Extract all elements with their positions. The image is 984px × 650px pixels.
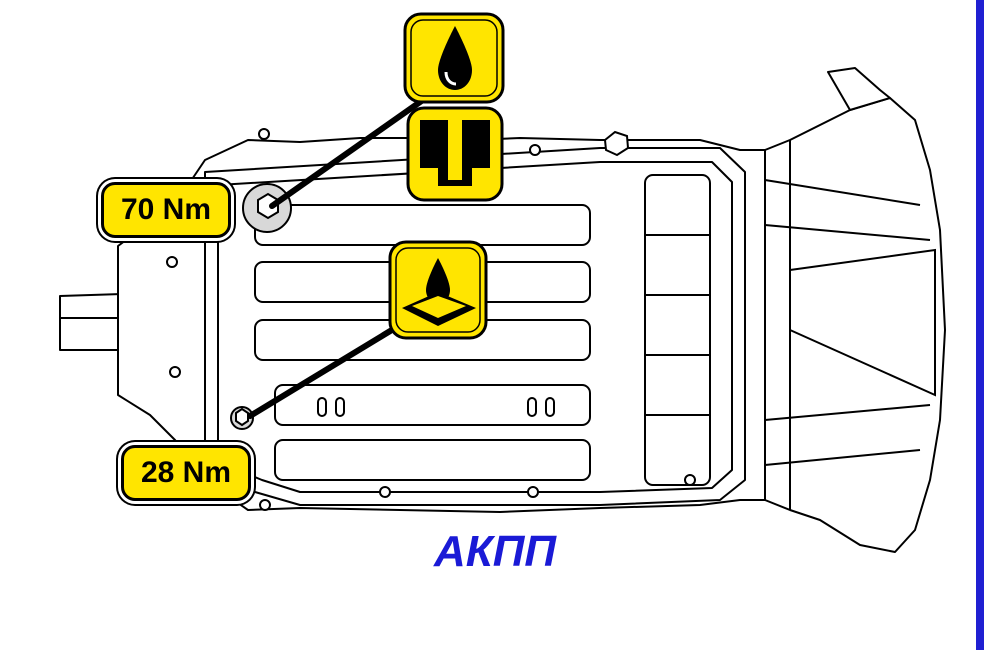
diagram-caption: АКПП: [433, 527, 557, 576]
drain-plug-leader: [247, 319, 408, 419]
fill-plug-leader: [269, 92, 433, 209]
oil-drop-icon: [403, 12, 505, 104]
drain-plug: [230, 406, 254, 430]
fill-plug: [242, 183, 292, 233]
input-shaft: [59, 293, 123, 351]
drain-plug-torque-label: 28 Nm: [121, 445, 251, 501]
oil-drain-pan-icon: [388, 240, 488, 340]
oil-level-icon: [406, 106, 504, 202]
extension-housing: [764, 97, 946, 553]
page-border: [976, 0, 984, 650]
fill-plug-torque-label: 70 Nm: [101, 182, 231, 238]
